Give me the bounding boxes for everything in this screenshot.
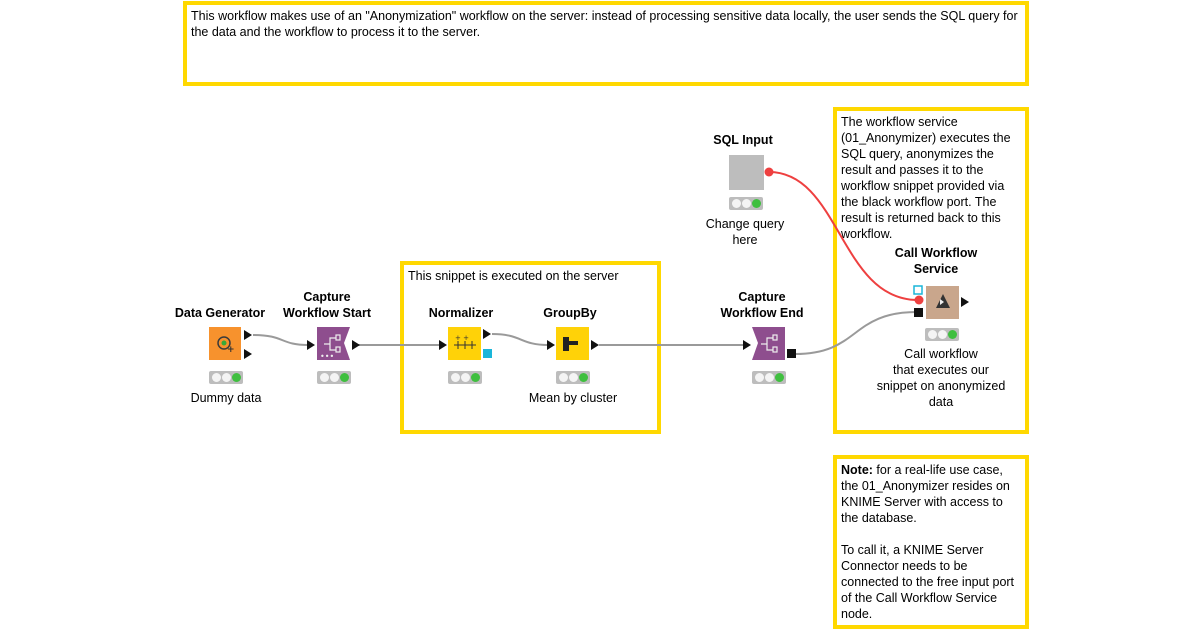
snippet-annotation-text: This snippet is executed on the server bbox=[408, 269, 619, 283]
call-service-status bbox=[925, 328, 959, 341]
normalizer-status-green bbox=[470, 373, 480, 382]
sql-input-status bbox=[729, 197, 763, 210]
groupby-output-port[interactable] bbox=[591, 340, 599, 350]
groupby-title: GroupBy bbox=[543, 306, 597, 320]
capture-start-input-port[interactable] bbox=[307, 340, 315, 350]
note-annotation-text: Note: for a real-life use case, the 01_A… bbox=[841, 462, 1021, 622]
capture-start-dots-icon: ••• bbox=[320, 352, 334, 361]
call-service-title: Call Workflow Service bbox=[894, 246, 978, 276]
normalizer-icon-dots: + + bbox=[455, 334, 469, 342]
call-service-status-green bbox=[947, 330, 957, 339]
sql-input-node-body[interactable] bbox=[729, 155, 764, 190]
sql-input-node[interactable] bbox=[729, 155, 774, 190]
data-generator-status bbox=[209, 371, 243, 384]
groupby-input-port[interactable] bbox=[547, 340, 555, 350]
capture-start-icon bbox=[324, 334, 341, 353]
data-generator-node[interactable]: + bbox=[209, 327, 252, 360]
normalizer-output-port[interactable] bbox=[483, 329, 491, 339]
capture-end-status bbox=[752, 371, 786, 384]
snippet-annotation: This snippet is executed on the server bbox=[400, 261, 661, 434]
data-generator-title: Data Generator bbox=[174, 306, 266, 320]
data-generator-output-port-1[interactable] bbox=[244, 330, 252, 340]
normalizer-status bbox=[448, 371, 482, 384]
capture-start-output-port[interactable] bbox=[352, 340, 360, 350]
call-service-output-port[interactable] bbox=[961, 297, 969, 307]
capture-end-title: Capture Workflow End bbox=[720, 290, 804, 320]
capture-start-title: Capture Workflow Start bbox=[283, 290, 371, 320]
connection-normalizer-groupby[interactable] bbox=[491, 333, 549, 346]
call-service-free-input-port[interactable] bbox=[913, 285, 923, 295]
capture-start-status bbox=[317, 371, 351, 384]
sql-input-flow-variable-port[interactable] bbox=[764, 167, 774, 177]
note-body: for a real-life use case, the 01_Anonymi… bbox=[841, 463, 1015, 621]
workflow-service-annotation: The workflow service (01_Anonymizer) exe… bbox=[833, 107, 1029, 434]
capture-end-node-body[interactable] bbox=[752, 327, 785, 360]
connection-datagen-capturestart[interactable] bbox=[252, 334, 309, 346]
connection-captureend-callservice[interactable] bbox=[794, 311, 918, 355]
groupby-status bbox=[556, 371, 590, 384]
plus-icon: + bbox=[227, 345, 235, 355]
data-generator-sub: Dummy data bbox=[190, 391, 262, 405]
capture-end-input-port[interactable] bbox=[743, 340, 751, 350]
flow-variable-connection-sql-callservice[interactable] bbox=[768, 171, 919, 301]
call-service-flow-variable-port[interactable] bbox=[914, 295, 924, 305]
call-service-sub: Call workflow that executes our snippet … bbox=[876, 347, 1006, 409]
groupby-status-green bbox=[578, 373, 588, 382]
capture-start-node-body[interactable] bbox=[317, 327, 350, 360]
groupby-node[interactable] bbox=[547, 327, 599, 360]
groupby-sub: Mean by cluster bbox=[528, 391, 618, 405]
sql-input-sub: Change query here bbox=[705, 217, 785, 247]
sql-input-status-green bbox=[751, 199, 761, 208]
data-generator-icon-center bbox=[221, 340, 227, 346]
normalizer-input-port[interactable] bbox=[439, 340, 447, 350]
workflow-description-annotation: This workflow makes use of an "Anonymiza… bbox=[183, 1, 1029, 86]
capture-end-status-green bbox=[774, 373, 784, 382]
note-annotation: Note: for a real-life use case, the 01_A… bbox=[833, 455, 1029, 629]
capture-start-status-green bbox=[339, 373, 349, 382]
normalizer-title: Normalizer bbox=[428, 306, 494, 320]
capture-end-workflow-output-port[interactable] bbox=[787, 349, 796, 358]
normalizer-icon bbox=[454, 341, 476, 349]
workflow-description-text: This workflow makes use of an "Anonymiza… bbox=[191, 9, 1018, 39]
call-service-node[interactable] bbox=[913, 285, 969, 319]
data-generator-icon bbox=[217, 336, 231, 350]
capture-start-node[interactable]: ••• bbox=[307, 327, 360, 361]
sql-input-title: SQL Input bbox=[713, 133, 773, 147]
capture-end-icon bbox=[761, 334, 778, 353]
note-label: Note: bbox=[841, 463, 873, 477]
normalizer-model-output-port[interactable] bbox=[483, 349, 492, 358]
data-generator-status-green bbox=[231, 373, 241, 382]
call-service-icon bbox=[936, 294, 950, 308]
capture-end-node[interactable] bbox=[743, 327, 796, 360]
groupby-icon bbox=[563, 337, 578, 351]
normalizer-node[interactable]: + + bbox=[439, 327, 492, 360]
workflow-service-annotation-text: The workflow service (01_Anonymizer) exe… bbox=[841, 115, 1011, 241]
call-service-icon-arrow bbox=[940, 299, 944, 305]
call-service-workflow-input-port[interactable] bbox=[914, 308, 923, 317]
data-generator-output-port-2[interactable] bbox=[244, 349, 252, 359]
